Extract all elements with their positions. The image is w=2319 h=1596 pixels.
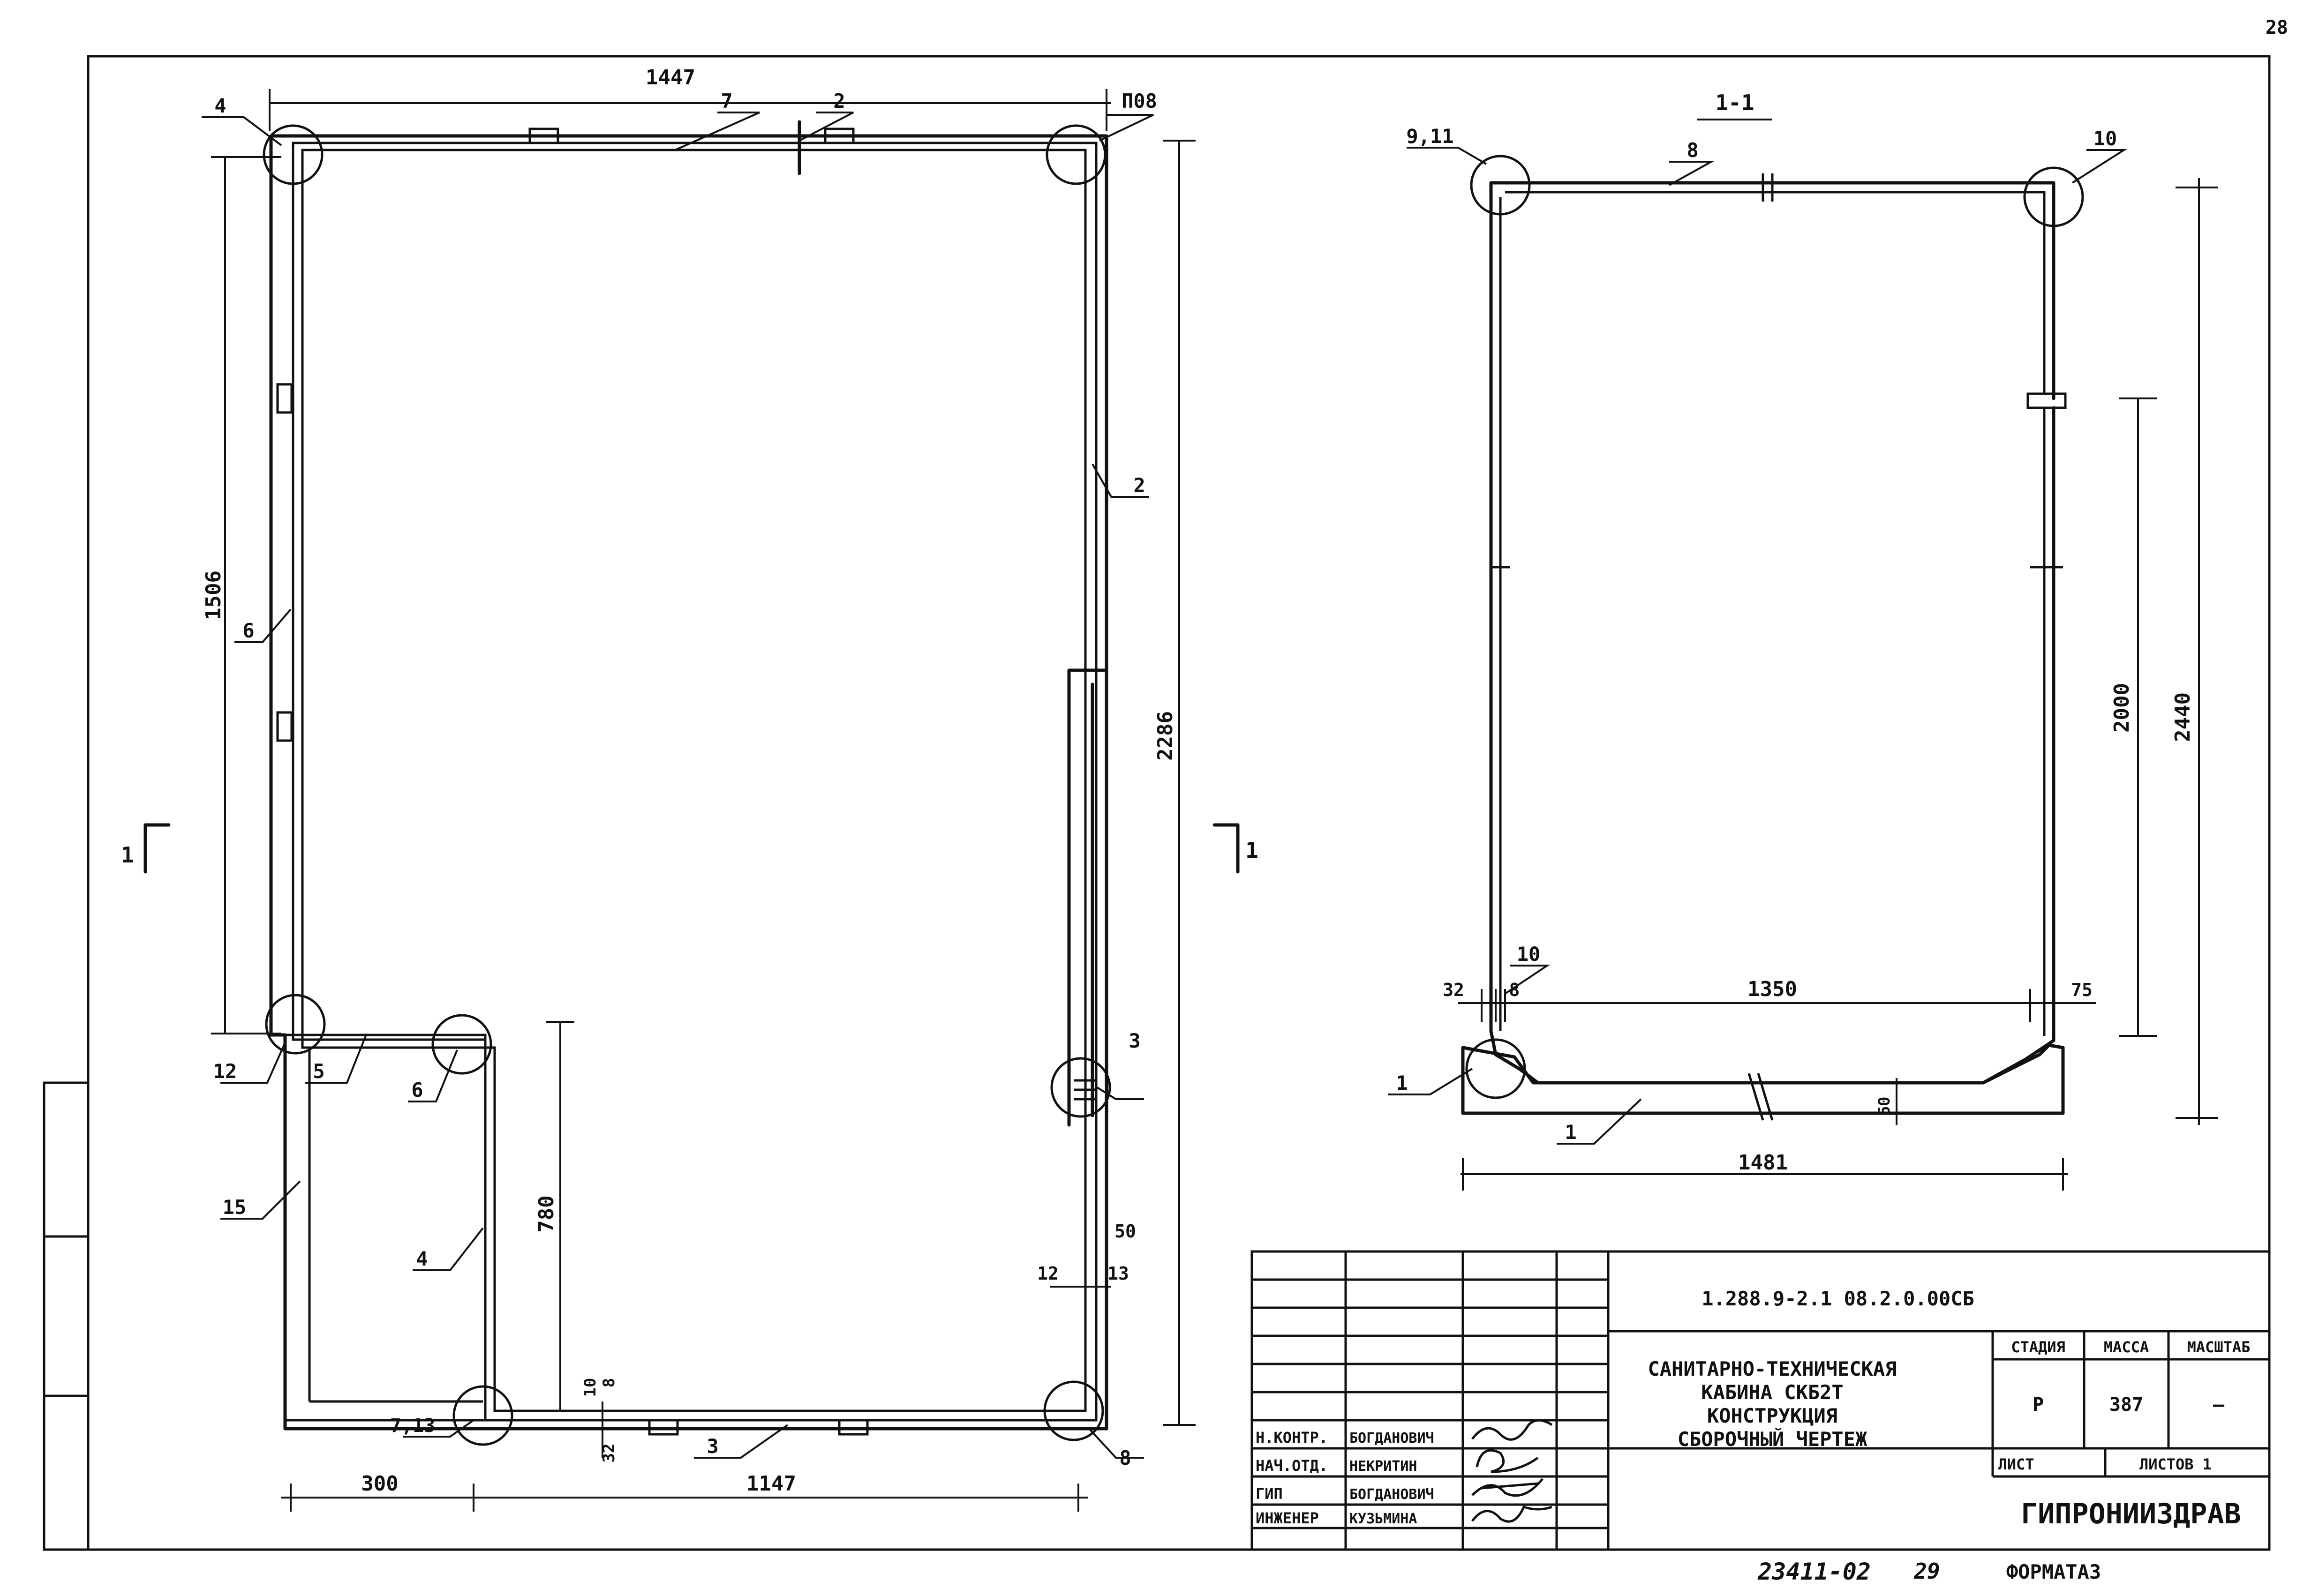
callout-7-13: 7,13 bbox=[390, 1415, 435, 1437]
plan-outline-outer bbox=[269, 134, 1108, 1431]
callout-10-top: 10 bbox=[2093, 127, 2117, 150]
value-scale: – bbox=[2213, 1394, 2225, 1416]
dim-right-height: 2286 bbox=[1153, 711, 1177, 761]
signatory-name-1: БОГДАНОВИЧ bbox=[1349, 1430, 1434, 1446]
detail-circle-top-right bbox=[1046, 124, 1107, 185]
signature-1 bbox=[1471, 1419, 1553, 1441]
dim-inner-height: 780 bbox=[535, 1195, 558, 1232]
dim-12: 12 bbox=[1037, 1263, 1059, 1284]
title-line-4: СБОРОЧНЫЙ ЧЕРТЕЖ bbox=[1678, 1427, 1867, 1451]
signature-2 bbox=[1476, 1449, 1539, 1473]
title-line-3: КОНСТРУКЦИЯ bbox=[1707, 1404, 1837, 1427]
detail-circle-top-left bbox=[263, 124, 324, 185]
section-leaders bbox=[1388, 147, 2127, 1145]
callout-15: 15 bbox=[223, 1196, 247, 1219]
section-outline bbox=[1489, 181, 2055, 1085]
signatory-role-1: Н.КОНТР. bbox=[1256, 1429, 1328, 1446]
callout-8: 8 bbox=[1119, 1446, 1131, 1469]
header-scale: МАСШТАБ bbox=[2187, 1338, 2251, 1356]
dim-32: 32 bbox=[600, 1444, 618, 1463]
dim-1481: 1481 bbox=[1738, 1151, 1788, 1175]
dim-50: 50 bbox=[1114, 1221, 1136, 1242]
title-line-1: САНИТАРНО-ТЕХНИЧЕСКАЯ bbox=[1648, 1357, 1897, 1380]
signature-4 bbox=[1471, 1505, 1552, 1523]
title-line-2: КАБИНА СКБ2Т bbox=[1701, 1381, 1843, 1404]
callout-9-11: 9,11 bbox=[1406, 125, 1453, 148]
callout-10-bottom: 10 bbox=[1517, 943, 1541, 966]
archive-number: 23411-02 bbox=[1757, 1558, 1871, 1585]
section-detail-top-right bbox=[2023, 166, 2084, 227]
callout-2-top: 2 bbox=[833, 90, 845, 112]
archive-page: 29 bbox=[1913, 1559, 1940, 1584]
callout-2-right: 2 bbox=[1133, 474, 1145, 497]
plan-dimensions bbox=[211, 89, 1196, 1512]
value-stage: Р bbox=[2033, 1394, 2044, 1416]
callout-5: 5 bbox=[313, 1060, 324, 1083]
section-title: 1-1 bbox=[1715, 90, 1754, 115]
callout-8-section: 8 bbox=[1687, 139, 1698, 162]
section-base bbox=[1461, 1043, 2065, 1115]
section-mark-left: 1 bbox=[121, 842, 134, 868]
signatory-role-3: ГИП bbox=[1256, 1485, 1283, 1503]
detail-circle-mid-left bbox=[265, 994, 326, 1055]
signature-3 bbox=[1471, 1478, 1543, 1497]
dim-32-section: 32 bbox=[1443, 980, 1464, 1000]
callout-4-top: 4 bbox=[214, 94, 226, 117]
sheets-label: ЛИСТОВ 1 bbox=[2139, 1455, 2212, 1473]
section-detail-bottom-left bbox=[1465, 1038, 1526, 1099]
title-block bbox=[1250, 1250, 2271, 1551]
signatures bbox=[1471, 1419, 1553, 1523]
plan-outline-inner bbox=[301, 149, 1087, 1412]
dim-top-width: 1447 bbox=[646, 66, 695, 90]
designation: 1.288.9-2.1 08.2.0.00СБ bbox=[1702, 1287, 1974, 1310]
detail-circle-bottom-right bbox=[1043, 1380, 1104, 1441]
value-mass: 387 bbox=[2109, 1394, 2143, 1416]
section-mark-right: 1 bbox=[1245, 838, 1258, 863]
callout-3-right: 3 bbox=[1129, 1029, 1140, 1052]
callout-12: 12 bbox=[213, 1060, 237, 1083]
detail-circle-bottom-left bbox=[452, 1385, 513, 1446]
callout-4-inner: 4 bbox=[416, 1247, 428, 1270]
organization: ГИПРОНИИЗДРАВ bbox=[2021, 1498, 2241, 1530]
callout-3-bottom: 3 bbox=[707, 1435, 718, 1458]
header-mass: МАССА bbox=[2104, 1338, 2149, 1356]
dim-1350: 1350 bbox=[1747, 977, 1797, 1001]
format-label: ФОРМАТА3 bbox=[2006, 1560, 2101, 1583]
dim-8: 8 bbox=[600, 1378, 618, 1387]
dim-60: 60 bbox=[1875, 1097, 1894, 1116]
header-stage: СТАДИЯ bbox=[2011, 1338, 2065, 1356]
dim-10: 10 bbox=[581, 1378, 600, 1397]
callout-6-left: 6 bbox=[242, 619, 254, 642]
signatory-role-4: ИНЖЕНЕР bbox=[1256, 1509, 1319, 1527]
callout-7: 7 bbox=[721, 90, 732, 112]
callout-1-bottom: 1 bbox=[1565, 1121, 1576, 1144]
signatory-name-3: БОГДАНОВИЧ bbox=[1349, 1486, 1434, 1503]
dim-75: 75 bbox=[2071, 980, 2093, 1000]
detail-circle-right bbox=[1050, 1057, 1111, 1118]
plan-section-marks bbox=[143, 823, 1240, 874]
dim-left-height: 1506 bbox=[202, 570, 226, 620]
dim-bottom-left: 300 bbox=[361, 1472, 398, 1496]
plan-leaders bbox=[202, 112, 1154, 1459]
callout-108: П08 bbox=[1122, 90, 1157, 112]
section-detail-top-left bbox=[1470, 155, 1531, 216]
sheet-label: ЛИСТ bbox=[1998, 1455, 2034, 1473]
sheet-frame bbox=[43, 55, 2271, 1551]
callout-6-inner: 6 bbox=[411, 1079, 423, 1101]
detail-circle-inner bbox=[431, 1014, 492, 1075]
plan-view bbox=[263, 120, 1111, 1446]
signatory-role-2: НАЧ.ОТД. bbox=[1256, 1457, 1328, 1475]
plan-left-annex bbox=[285, 1034, 487, 1422]
dim-2440: 2440 bbox=[2171, 692, 2195, 742]
dim-bottom-right: 1147 bbox=[746, 1472, 796, 1496]
section-view bbox=[1461, 155, 2084, 1121]
page-number: 28 bbox=[2266, 17, 2288, 38]
callout-1-left: 1 bbox=[1396, 1071, 1408, 1094]
dim-13: 13 bbox=[1107, 1263, 1129, 1284]
section-dimensions bbox=[1458, 178, 2218, 1191]
signatory-name-4: КУЗЬМИНА bbox=[1349, 1511, 1417, 1527]
signatory-name-2: НЕКРИТИН bbox=[1349, 1458, 1417, 1475]
dim-2000: 2000 bbox=[2110, 683, 2134, 733]
